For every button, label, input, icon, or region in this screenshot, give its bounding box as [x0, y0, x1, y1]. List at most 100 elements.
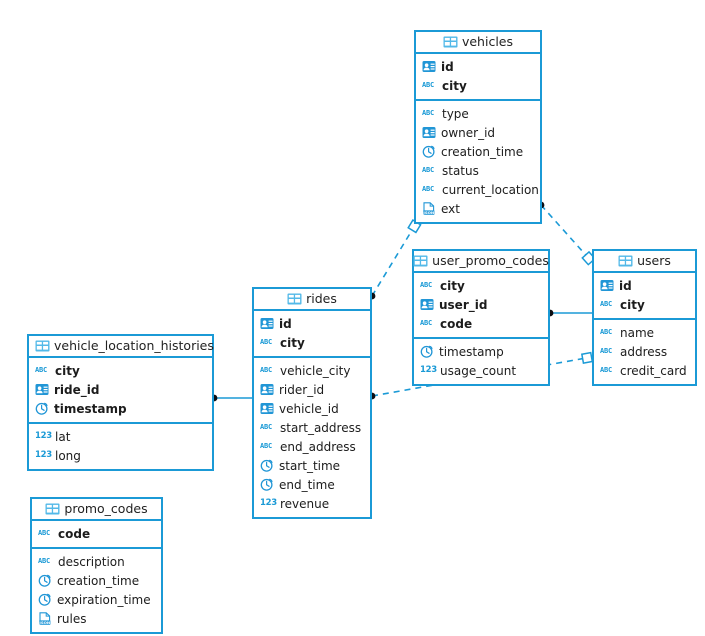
column-label: start_time [279, 458, 341, 473]
column-label: id [619, 278, 632, 293]
column-label: city [280, 335, 305, 350]
column-row[interactable]: rider_id [254, 380, 370, 399]
column-label: city [440, 278, 465, 293]
column-row[interactable]: timestamp [29, 399, 212, 418]
column-row[interactable]: JSON ext [416, 199, 540, 218]
id-card-icon [260, 317, 274, 330]
id-card-icon [35, 383, 49, 396]
id-card-icon [420, 298, 434, 311]
column-row[interactable]: id [254, 314, 370, 333]
table-header-rides[interactable]: rides [254, 289, 370, 311]
column-label: creation_time [441, 144, 524, 159]
table-header-vehicle_location_histories[interactable]: vehicle_location_histories [29, 336, 214, 358]
clock-icon [260, 459, 274, 472]
abc-text-icon: ABC [600, 300, 613, 308]
abc-text-icon: ABC [38, 557, 51, 565]
relationship-vehicle_location_histories-to-rides[interactable] [210, 394, 252, 402]
table-title: user_promo_codes [432, 253, 549, 268]
column-row[interactable]: expiration_time [32, 590, 161, 609]
abc-text-icon: ABC [35, 366, 48, 374]
clock-icon [38, 593, 52, 606]
column-row[interactable]: id [594, 276, 695, 295]
relationship-user_promo_codes-to-users[interactable] [546, 309, 592, 317]
abc-text-icon: ABC [38, 529, 51, 537]
column-row[interactable]: creation_time [416, 142, 540, 161]
column-row[interactable]: end_time [254, 475, 370, 494]
abc-text-icon: ABC [422, 81, 435, 89]
table-header-vehicles[interactable]: vehicles [416, 32, 540, 54]
123-number-icon: 123 [35, 431, 52, 441]
abc-text-icon: ABC [260, 442, 273, 450]
json-file-icon: JSON [38, 612, 52, 625]
svg-text:JSON: JSON [422, 210, 434, 215]
clock-icon [38, 574, 52, 587]
123-number-icon: 123 [260, 498, 277, 508]
column-row[interactable]: creation_time [32, 571, 161, 590]
column-row[interactable]: user_id [414, 295, 548, 314]
column-label: type [442, 106, 469, 121]
relationship-line [371, 221, 418, 297]
id-card-icon [600, 279, 614, 292]
table-title: vehicle_location_histories [54, 338, 214, 353]
table-header-promo_codes[interactable]: promo_codes [32, 499, 161, 521]
id-card-icon [260, 402, 274, 415]
column-label: name [620, 325, 655, 340]
clock-icon [260, 478, 274, 491]
column-label: revenue [280, 496, 330, 511]
relationship-target-square [580, 351, 594, 364]
clock-icon [420, 345, 434, 358]
column-label: ext [441, 201, 460, 216]
table-title: rides [306, 291, 337, 306]
column-label: id [279, 316, 292, 331]
table-icon [443, 36, 458, 49]
column-row[interactable]: start_time [254, 456, 370, 475]
id-card-icon [260, 383, 274, 396]
column-row[interactable]: ride_id [29, 380, 212, 399]
column-row[interactable]: id [416, 57, 540, 76]
table-header-users[interactable]: users [594, 251, 695, 273]
column-row[interactable]: timestamp [414, 342, 548, 361]
abc-text-icon: ABC [600, 347, 613, 355]
123-number-icon: 123 [420, 365, 437, 375]
column-label: lat [55, 429, 71, 444]
table-icon [45, 503, 60, 516]
table-header-user_promo_codes[interactable]: user_promo_codes [413, 251, 549, 273]
abc-text-icon: ABC [422, 166, 435, 174]
column-row[interactable]: vehicle_id [254, 399, 370, 418]
table-title: promo_codes [64, 501, 148, 516]
column-row[interactable]: owner_id [416, 123, 540, 142]
